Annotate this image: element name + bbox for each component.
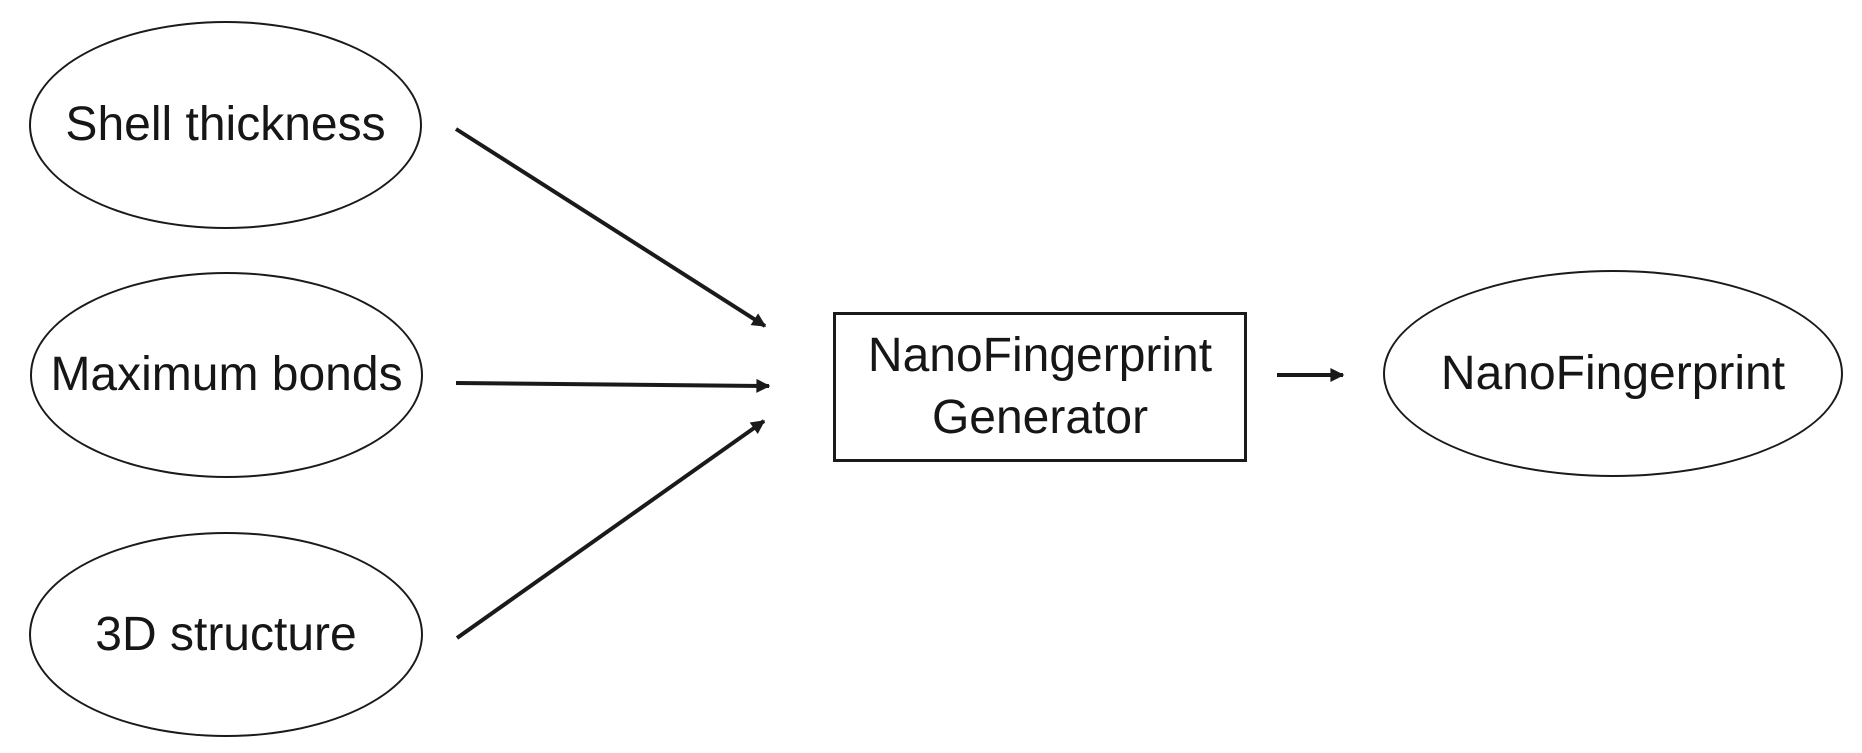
process-node-nanofingerprint-generator: NanoFingerprint Generator bbox=[833, 312, 1247, 462]
process-node-label-line2: Generator bbox=[931, 391, 1149, 444]
output-node-nanofingerprint-label: NanoFingerprint bbox=[1440, 346, 1786, 400]
input-node-3d-structure: 3D structure bbox=[29, 532, 423, 737]
input-node-shell-thickness: Shell thickness bbox=[29, 21, 422, 229]
input-node-3d-structure-label: 3D structure bbox=[95, 607, 357, 661]
input-node-shell-thickness-label: Shell thickness bbox=[65, 98, 386, 151]
input-node-maximum-bonds-label: Maximum bonds bbox=[50, 348, 403, 401]
output-node-nanofingerprint: NanoFingerprint bbox=[1383, 270, 1843, 477]
input-node-maximum-bonds: Maximum bonds bbox=[30, 272, 423, 478]
arrow-3d-structure-to-generator bbox=[455, 419, 766, 640]
arrow-maximum-bonds-to-generator bbox=[455, 378, 771, 393]
process-node-label-line1: NanoFingerprint bbox=[867, 328, 1213, 382]
arrow-shell-thickness-to-generator bbox=[454, 127, 767, 328]
